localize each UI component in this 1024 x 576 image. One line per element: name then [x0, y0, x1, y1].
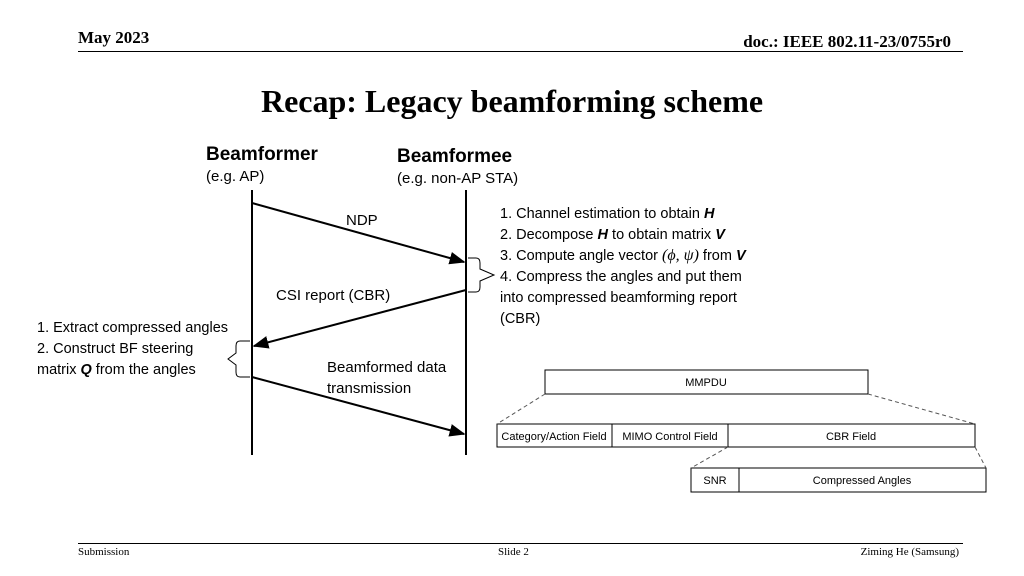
svg-text:4. Compress the angles and put: 4. Compress the angles and put them — [500, 269, 742, 285]
header-doc-id: doc.: IEEE 802.11-23/0755r0 — [743, 32, 951, 51]
svg-text:1. Channel estimation to obtai: 1. Channel estimation to obtain H — [500, 206, 715, 222]
csi-report-label: CSI report (CBR) — [276, 287, 390, 304]
beamformer-steps: 1. Extract compressed angles 2. Construc… — [37, 320, 228, 378]
ndp-arrow — [251, 202, 466, 265]
svg-text:3. Compute angle vector (ϕ, ψ): 3. Compute angle vector (ϕ, ψ) from V — [500, 247, 747, 264]
beamformed-data-label-line1: Beamformed data — [327, 359, 447, 376]
footer-author: Ziming He (Samsung) — [860, 546, 959, 558]
svg-text:2. Decompose H to obtain matri: 2. Decompose H to obtain matrix V — [500, 227, 726, 243]
category-action-field-label: Category/Action Field — [501, 431, 606, 443]
mmpdu-box — [544, 369, 869, 395]
mmpdu-label: MMPDU — [685, 377, 727, 389]
svg-text:into compressed beamforming re: into compressed beamforming report — [500, 290, 737, 306]
svg-text:matrix Q from the angles: matrix Q from the angles — [37, 362, 196, 378]
csi-report-arrow — [252, 289, 467, 349]
cbr-field-label: CBR Field — [826, 431, 876, 443]
svg-text:2. Construct BF steering: 2. Construct BF steering — [37, 341, 193, 357]
frame-expansion-lines — [496, 393, 987, 469]
footer-submission: Submission — [78, 546, 130, 558]
cbr-field-box — [727, 423, 976, 448]
slide-title: Recap: Legacy beamforming scheme — [260, 83, 764, 119]
compressed-angles-box — [738, 467, 987, 493]
svg-text:(CBR): (CBR) — [500, 311, 540, 327]
mimo-control-field-label: MIMO Control Field — [622, 431, 717, 443]
header-date: May 2023 — [78, 28, 150, 47]
beamformed-data-label-line2: transmission — [327, 380, 411, 397]
compressed-angles-label: Compressed Angles — [813, 475, 912, 487]
snr-label: SNR — [703, 475, 726, 487]
snr-box — [690, 467, 740, 493]
beamformer-label: Beamformer — [206, 144, 319, 165]
beamformed-data-arrow — [251, 376, 466, 437]
footer-slide-number: Slide 2 — [498, 546, 529, 558]
svg-text:1. Extract compressed angles: 1. Extract compressed angles — [37, 320, 228, 336]
beamformer-sublabel: (e.g. AP) — [206, 168, 264, 185]
header-divider — [78, 51, 963, 52]
beamformee-steps: 1. Channel estimation to obtain H 2. Dec… — [500, 206, 747, 327]
ndp-label: NDP — [346, 212, 378, 229]
beamformer-brace — [227, 340, 250, 378]
beamformee-brace — [468, 257, 496, 293]
footer-divider — [78, 543, 963, 544]
beamformee-label: Beamformee — [397, 146, 512, 167]
beamformee-sublabel: (e.g. non-AP STA) — [397, 170, 518, 187]
